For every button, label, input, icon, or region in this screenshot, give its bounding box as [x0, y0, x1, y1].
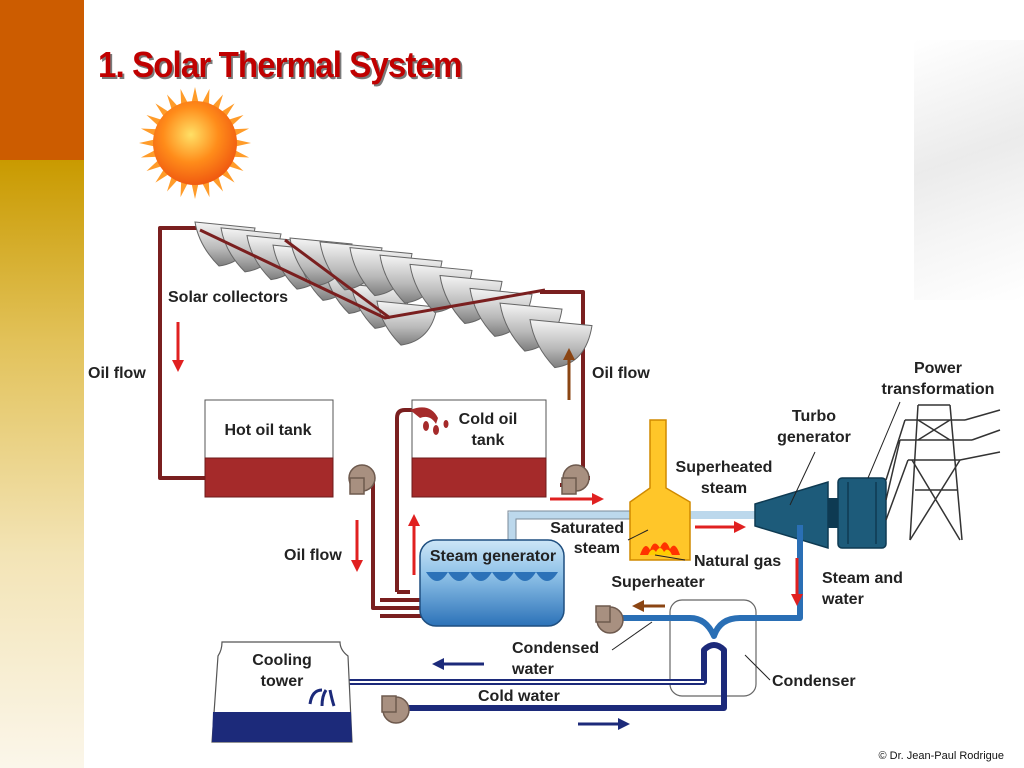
label-turbo-generator-2: generator — [777, 429, 851, 446]
label-condenser: Condenser — [772, 673, 856, 690]
label-oil-flow-left: Oil flow — [88, 365, 146, 382]
flow-arrows — [172, 322, 803, 730]
label-oil-flow-bottom: Oil flow — [284, 547, 342, 564]
sun-icon — [139, 87, 251, 199]
label-cooling-tower-1: Cooling — [252, 652, 312, 669]
label-superheated-steam-1: Superheated — [676, 459, 773, 476]
label-saturated-steam-2: steam — [574, 540, 620, 557]
label-superheated-steam-2: steam — [701, 480, 747, 497]
label-solar-collectors: Solar collectors — [168, 289, 288, 306]
copyright-notice: © Dr. Jean-Paul Rodrigue — [878, 750, 1004, 762]
steam-generator — [419, 539, 565, 627]
pump-icon — [595, 605, 624, 634]
label-cold-water: Cold water — [478, 688, 560, 705]
label-oil-flow-right: Oil flow — [592, 365, 650, 382]
pump-icon — [561, 464, 590, 495]
label-cold-oil-tank-2: tank — [472, 432, 505, 449]
label-natural-gas: Natural gas — [694, 553, 781, 570]
label-steam-and-water-1: Steam and — [822, 570, 903, 587]
label-saturated-steam-1: Saturated — [550, 520, 624, 537]
leader-lines — [611, 401, 901, 681]
label-superheater: Superheater — [611, 574, 704, 591]
label-steam-generator: Steam generator — [430, 548, 556, 565]
label-cold-oil-tank-1: Cold oil — [459, 411, 518, 428]
label-hot-oil-tank: Hot oil tank — [224, 422, 311, 439]
power-tower-icon — [885, 404, 1001, 541]
hot-oil-tank — [204, 399, 334, 498]
oil-pour-icon — [410, 407, 449, 435]
pump-icon — [381, 695, 410, 724]
superheater — [629, 419, 691, 561]
background-photo — [914, 40, 1024, 300]
turbo-generator — [754, 477, 887, 550]
label-condensed-water-2: water — [511, 661, 554, 678]
label-turbo-generator-1: Turbo — [792, 408, 836, 425]
cold-oil-tank — [411, 399, 547, 498]
accent-bar-gradient — [0, 160, 84, 768]
cooling-tower — [211, 641, 353, 743]
label-cooling-tower-2: tower — [261, 673, 304, 690]
label-condensed-water-1: Condensed — [512, 640, 599, 657]
label-power-transformation-1: Power — [914, 360, 962, 377]
label-power-transformation-2: transformation — [882, 381, 995, 398]
label-steam-and-water-2: water — [821, 591, 864, 608]
accent-bar-top — [0, 0, 84, 160]
water-lines — [620, 525, 803, 639]
flame-icon — [640, 542, 680, 555]
page-title: 1. Solar Thermal System — [98, 44, 462, 85]
pump-icon — [348, 464, 376, 495]
solar-collector-icon — [194, 221, 593, 369]
